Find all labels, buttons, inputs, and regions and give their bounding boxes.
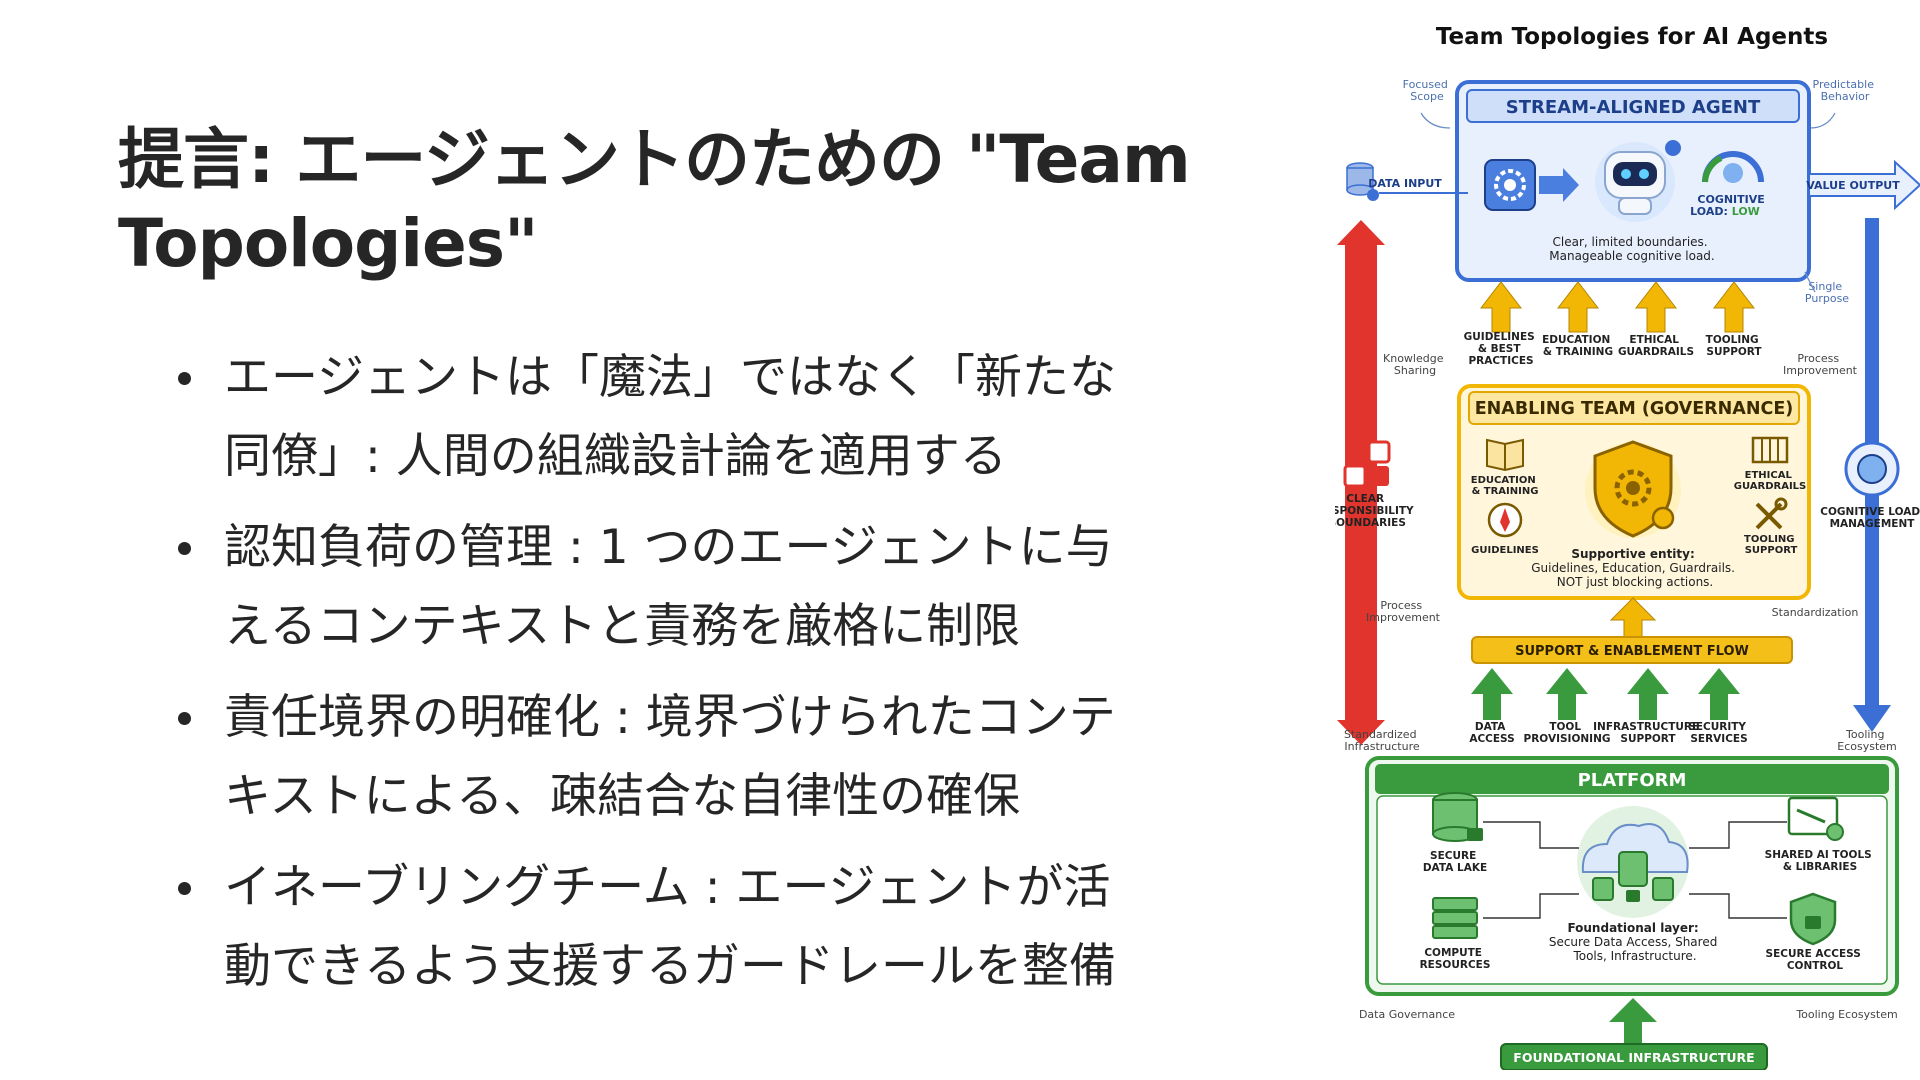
team-topologies-diagram: Team Topologies for AI Agents Focused Sc… — [1335, 24, 1920, 1070]
cognitive-load-label: COGNITIVE LOAD: LOW — [1690, 193, 1768, 218]
enabling-ethical-label: ETHICAL GUARDRAILS — [1734, 470, 1807, 492]
shield-lock-icon — [1789, 892, 1837, 946]
standardization-note: Standardization — [1772, 606, 1859, 619]
bullet-text: イネーブリングチーム : エージェントが活 — [224, 860, 1111, 915]
support-flow-label: SUPPORT & ENABLEMENT FLOW — [1515, 644, 1749, 659]
gate-icon — [1751, 436, 1789, 464]
gold-up-arrows — [1479, 281, 1756, 333]
enabling-guidelines-label: GUIDELINES — [1471, 545, 1539, 556]
secure-data-lake-label: SECURE DATA LAKE — [1423, 850, 1487, 874]
infrastructure-support-label: INFRASTRUCTURE SUPPORT — [1593, 721, 1703, 745]
stream-description: Clear, limited boundaries. Manageable co… — [1549, 235, 1714, 263]
robot-agent-icon — [1595, 140, 1681, 222]
data-access-label: DATA ACCESS — [1469, 721, 1514, 745]
database-icon — [1346, 162, 1379, 201]
slide-title: 提言: エージェントのための "Team Topologies" — [118, 118, 1258, 286]
cloud-database-icon — [1577, 806, 1689, 918]
platform-description: Foundational layer: Secure Data Access, … — [1549, 921, 1721, 963]
value-output-arrow — [1808, 159, 1920, 211]
process-improvement-note-left: Process Improvement — [1366, 599, 1441, 624]
value-output-label: VALUE OUTPUT — [1806, 179, 1900, 192]
knowledge-sharing-note: Knowledge Sharing — [1383, 352, 1447, 377]
enabling-tooling-label: TOOLING SUPPORT — [1744, 534, 1798, 556]
foundational-infrastructure-label: FOUNDATIONAL INFRASTRUCTURE — [1513, 1050, 1754, 1065]
clear-responsibility-label: CLEAR RESPONSIBILITY BOUNDARIES — [1335, 493, 1417, 529]
platform-header-bar — [1375, 764, 1889, 794]
stream-header: STREAM-ALIGNED AGENT — [1506, 97, 1761, 118]
standardized-infrastructure-note: Standardized Infrastructure — [1344, 728, 1420, 753]
tool-provisioning-label: TOOL PROVISIONING — [1524, 721, 1611, 745]
process-improvement-note-right: Process Improvement — [1783, 352, 1858, 377]
bullet-text: 認知負荷の管理 : 1 つのエージェントに与 — [224, 520, 1113, 575]
enabling-header-bar — [1468, 391, 1800, 425]
bullet-item: イネーブリングチーム : エージェントが活 動できるよう支援するガードレールを整… — [178, 848, 1238, 1006]
compass-icon — [1487, 502, 1523, 538]
platform-connectors — [1483, 821, 1787, 919]
tooling-ecosystem-note-top: Tooling Ecosystem — [1837, 728, 1897, 753]
cognitive-load-management-label: COGNITIVE LOAD MANAGEMENT — [1820, 506, 1920, 530]
note-connector — [1804, 271, 1816, 293]
note-connector — [1809, 112, 1836, 129]
data-governance-note: Data Governance — [1359, 1008, 1455, 1021]
bullet-item: 認知負荷の管理 : 1 つのエージェントに与 えるコンテキストと責務を厳格に制限 — [178, 508, 1238, 666]
shared-tools-icon — [1787, 796, 1844, 841]
data-input-label: DATA INPUT — [1368, 177, 1442, 190]
brain-gauge-icon — [1702, 151, 1764, 183]
bullet-text: 同僚」: 人間の組織設計論を適用する — [224, 429, 1007, 484]
foundation-up-arrow — [1609, 998, 1657, 1048]
gear-icon — [1484, 159, 1536, 211]
guidelines-arrow-label: GUIDELINES & BEST PRACTICES — [1464, 331, 1539, 367]
predictable-behavior-note: Predictable Behavior — [1813, 78, 1878, 103]
support-flow-bar — [1471, 636, 1793, 664]
foundational-infrastructure-bar — [1500, 1043, 1768, 1070]
shield-gear-icon — [1585, 440, 1681, 538]
tooling-arrow-label: TOOLING SUPPORT — [1706, 334, 1763, 358]
note-connector — [1420, 112, 1451, 129]
platform-header: PLATFORM — [1578, 770, 1687, 791]
bullet-list: エージェントは「魔法」ではなく「新たな 同僚」: 人間の組織設計論を適用する 認… — [178, 338, 1238, 1018]
tooling-ecosystem-note-bottom: Tooling Ecosystem — [1795, 1008, 1897, 1021]
bullet-text: 動できるよう支援するガードレールを整備 — [224, 939, 1117, 994]
green-up-arrows — [1471, 668, 1740, 720]
secure-access-control-label: SECURE ACCESS CONTROL — [1766, 948, 1865, 972]
ethical-arrow-label: ETHICAL GUARDRAILS — [1618, 334, 1694, 358]
tools-icon — [1755, 497, 1788, 530]
bullet-text: キストによる、疎結合な自律性の確保 — [224, 769, 1021, 824]
bullet-text: 責任境界の明確化 : 境界づけられたコンテ — [224, 690, 1116, 745]
enabling-description: Supportive entity: Guidelines, Education… — [1531, 547, 1739, 589]
single-purpose-note: Single Purpose — [1805, 280, 1849, 305]
puzzle-icon — [1343, 440, 1391, 488]
bullet-text: えるコンテキストと責務を厳格に制限 — [224, 599, 1021, 654]
education-arrow-label: EDUCATION & TRAINING — [1542, 334, 1614, 358]
compute-resources-label: COMPUTE RESOURCES — [1420, 947, 1491, 971]
bullet-item: エージェントは「魔法」ではなく「新たな 同僚」: 人間の組織設計論を適用する — [178, 338, 1238, 496]
secure-data-lake-icon — [1432, 792, 1483, 842]
book-icon — [1486, 438, 1524, 472]
compute-resources-icon — [1432, 897, 1478, 939]
title-line-1: 提言: エージェントのための "Team — [118, 121, 1191, 198]
title-line-2: Topologies" — [118, 205, 538, 282]
security-services-label: SECURITY SERVICES — [1688, 721, 1749, 745]
support-up-arrow — [1609, 597, 1657, 639]
process-arrow-icon — [1539, 168, 1579, 202]
diagram-title: Team Topologies for AI Agents — [1436, 24, 1828, 50]
focused-scope-note: Focused Scope — [1403, 78, 1452, 103]
stream-header-bar — [1466, 89, 1800, 123]
enabling-education-label: EDUCATION & TRAINING — [1471, 475, 1539, 497]
bullet-item: 責任境界の明確化 : 境界づけられたコンテ キストによる、疎結合な自律性の確保 — [178, 678, 1238, 836]
bullet-text: エージェントは「魔法」ではなく「新たな — [224, 350, 1117, 405]
brain-icon — [1844, 441, 1900, 497]
shared-ai-tools-label: SHARED AI TOOLS & LIBRARIES — [1765, 849, 1876, 873]
enabling-header: ENABLING TEAM (GOVERNANCE) — [1475, 399, 1794, 419]
